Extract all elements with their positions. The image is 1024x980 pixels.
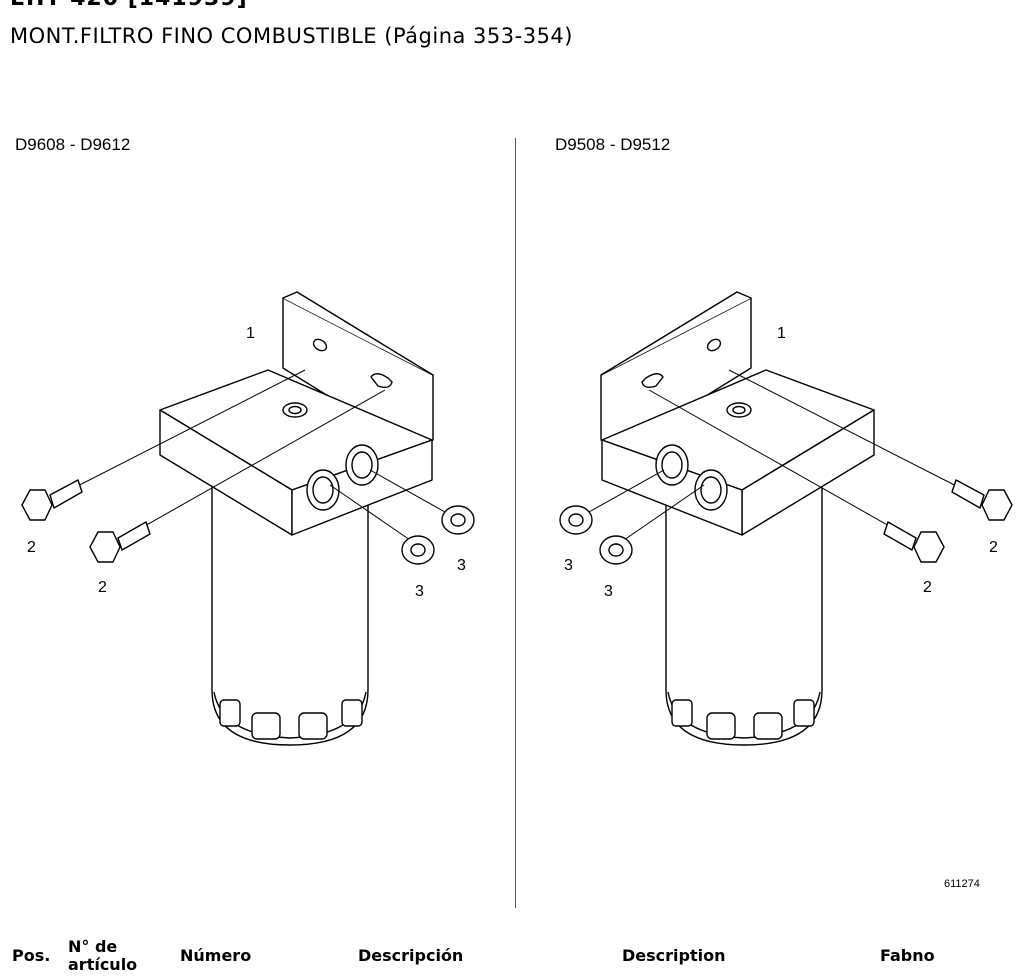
callout-left-2b: 2 (98, 579, 107, 596)
left-variant-label: D9608 - D9612 (15, 135, 131, 154)
filter-assembly-right (559, 291, 1013, 746)
document-title: MONT.FILTRO FINO COMBUSTIBLE (Página 353… (10, 24, 573, 48)
callout-right-2a: 2 (989, 539, 998, 556)
col-header-article: N° de artículo (68, 937, 138, 974)
callout-left-1: 1 (246, 325, 255, 342)
col-header-description: Description (622, 946, 726, 965)
col-header-descripcion: Descripción (358, 946, 464, 965)
col-header-number: Número (180, 946, 252, 965)
document-code: EHT 420 [141939] (10, 0, 248, 11)
callout-right-3b: 3 (604, 583, 613, 600)
col-header-fabno: Fabno (880, 946, 935, 965)
callout-left-3a: 3 (457, 557, 466, 574)
callout-right-1: 1 (777, 325, 786, 342)
callout-right-3a: 3 (564, 557, 573, 574)
callout-left-3b: 3 (415, 583, 424, 600)
callout-right-2b: 2 (923, 579, 932, 596)
filter-assembly-left (21, 291, 475, 746)
col-header-pos: Pos. (12, 946, 51, 965)
callout-left-2a: 2 (27, 539, 36, 556)
figure-number: 611274 (944, 878, 980, 890)
right-variant-label: D9508 - D9512 (555, 135, 671, 154)
section-divider (515, 138, 516, 908)
